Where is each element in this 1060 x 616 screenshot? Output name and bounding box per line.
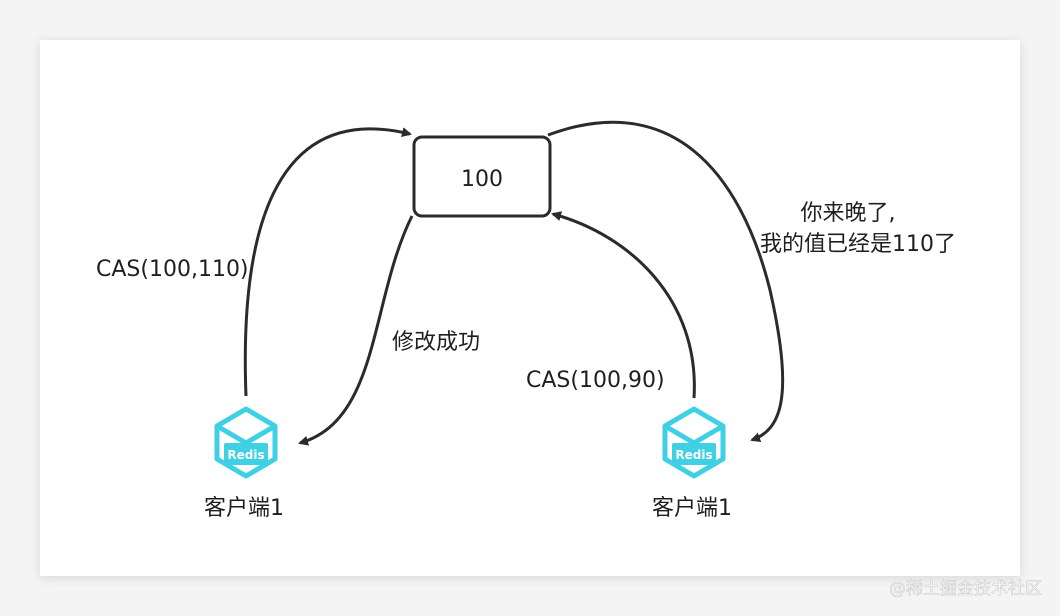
redis-icon-left: Redis	[214, 406, 278, 479]
left-success-label: 修改成功	[392, 330, 480, 355]
diagram-panel	[40, 40, 1020, 576]
redis-icon-left-text: Redis	[227, 448, 264, 462]
right-cas-label: CAS(100,90)	[526, 368, 665, 393]
arrow-box-to-left-client	[298, 215, 414, 446]
client-left-label: 客户端1	[204, 496, 284, 521]
watermark: @稀土掘金技术社区	[889, 579, 1042, 599]
left-cas-label: CAS(100,110)	[96, 257, 249, 282]
redis-icon-right-text: Redis	[675, 448, 712, 462]
arrow-box-to-right-client	[547, 120, 785, 443]
arrow-left-client-to-box	[243, 127, 412, 397]
value-box	[412, 135, 552, 218]
redis-icon-right: Redis	[662, 406, 726, 479]
arrow-right-client-to-box	[551, 211, 696, 399]
right-reply-line1: 你来晚了,	[801, 201, 896, 226]
value-box-text: 100	[461, 167, 503, 192]
client-right-label: 客户端1	[652, 496, 732, 521]
right-reply-line2: 我的值已经是110了	[760, 232, 956, 257]
